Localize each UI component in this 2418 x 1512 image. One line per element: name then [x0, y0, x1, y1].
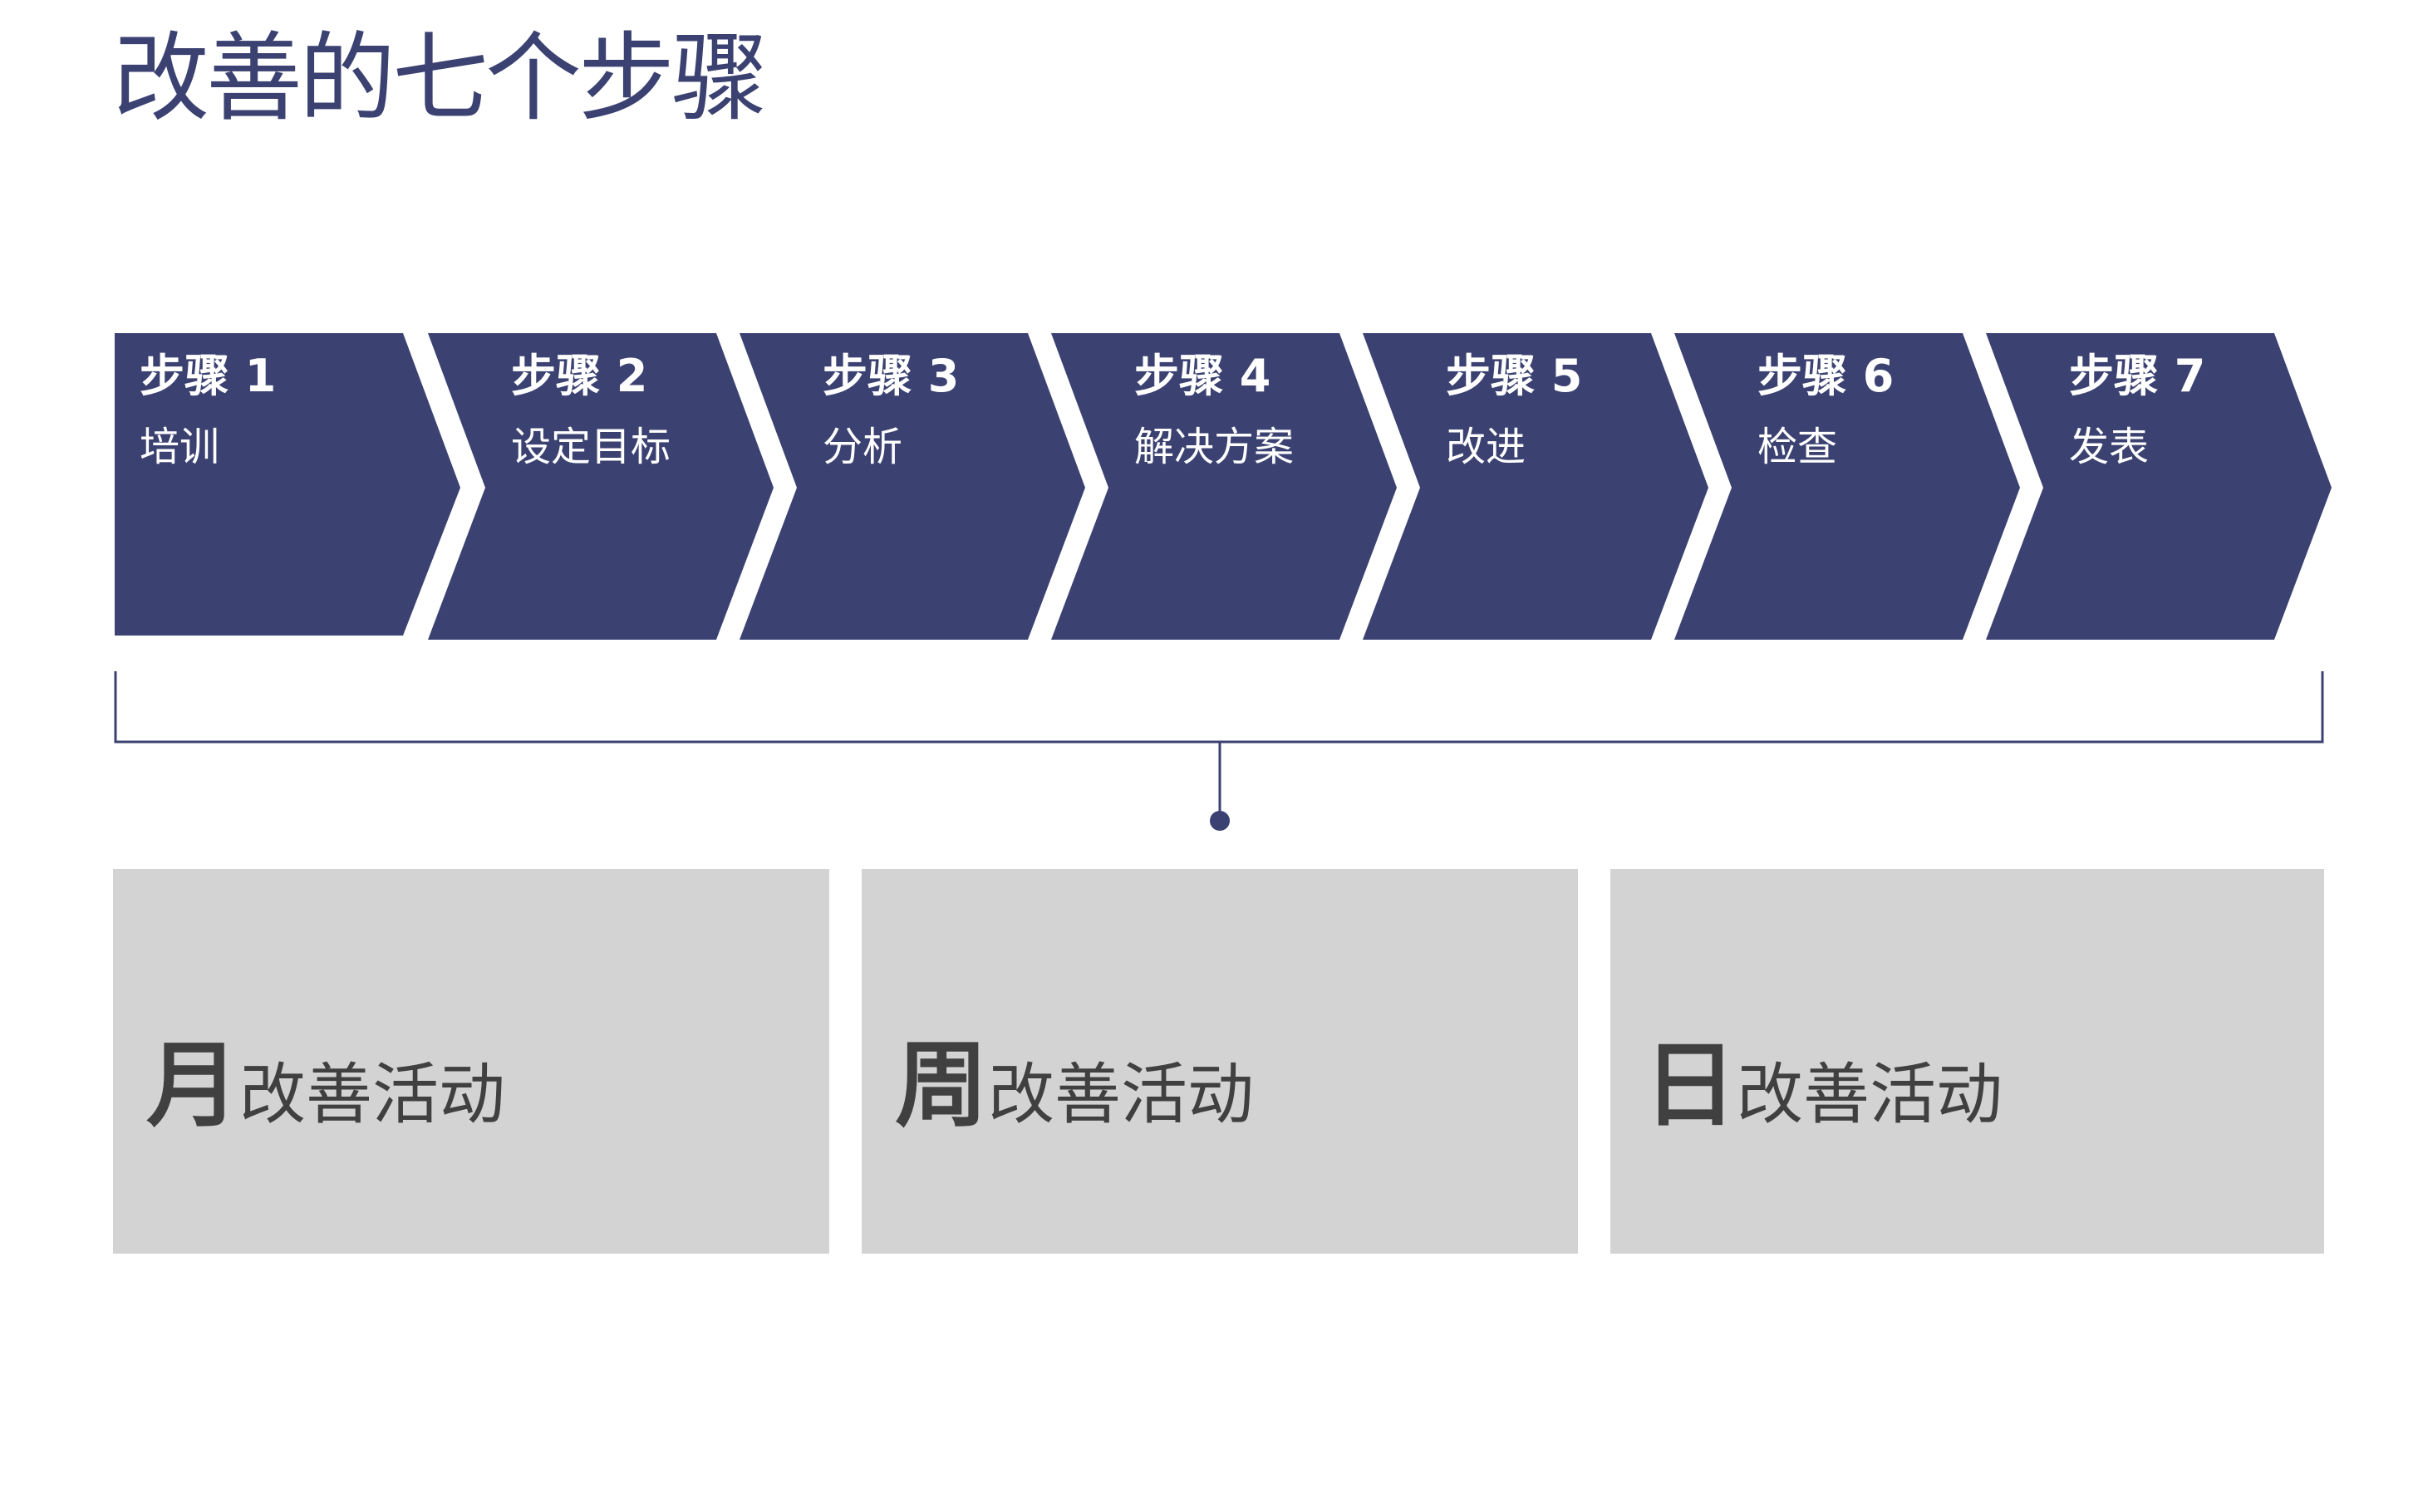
step-label: 改进: [1446, 424, 1526, 470]
activity-box: 周改善活动: [862, 869, 1578, 1254]
step-chevron: [740, 333, 1085, 640]
step-heading: 步骤 5: [1446, 350, 1583, 402]
step-chevron: [1986, 333, 2332, 640]
step-heading: 步骤 7: [2069, 350, 2206, 402]
step-label: 发表: [2069, 424, 2150, 470]
activity-text: 改善活动: [1737, 1056, 2003, 1133]
step-1: 步骤 1 培训: [140, 350, 277, 470]
activity-text: 改善活动: [988, 1056, 1254, 1133]
activity-box: 日改善活动: [1610, 869, 2324, 1254]
step-chevron: [115, 333, 460, 636]
page-title: 改善的七个步骤: [113, 22, 768, 135]
activity-period: 周: [895, 1032, 988, 1140]
step-label: 检查: [1757, 424, 1838, 470]
step-heading: 步骤 1: [140, 350, 277, 402]
step-7: 步骤 7 发表: [2069, 350, 2206, 470]
step-chevron: [428, 333, 774, 640]
step-chevron: [1674, 333, 2020, 640]
step-label: 设定目标: [511, 424, 671, 470]
step-2: 步骤 2 设定目标: [511, 350, 671, 470]
step-heading: 步骤 4: [1134, 350, 1271, 402]
step-3: 步骤 3 分析: [823, 350, 960, 470]
activity-period: 月: [146, 1032, 239, 1140]
step-heading: 步骤 3: [823, 350, 960, 402]
bracket-line: [114, 671, 2324, 744]
step-chevron: [1363, 333, 1708, 640]
connector-dot: [1210, 811, 1230, 831]
step-5: 步骤 5 改进: [1446, 350, 1583, 470]
activity-period: 日: [1644, 1032, 1737, 1140]
step-heading: 步骤 2: [511, 350, 648, 402]
step-4: 步骤 4 解决方案: [1134, 350, 1295, 470]
step-label: 解决方案: [1134, 424, 1295, 470]
step-6: 步骤 6 检查: [1757, 350, 1895, 470]
step-label: 分析: [823, 424, 903, 470]
activity-text: 改善活动: [239, 1056, 505, 1133]
step-heading: 步骤 6: [1757, 350, 1895, 402]
step-label: 培训: [140, 424, 220, 470]
step-chevron: [1051, 333, 1397, 640]
activity-box: 月改善活动: [113, 869, 829, 1254]
